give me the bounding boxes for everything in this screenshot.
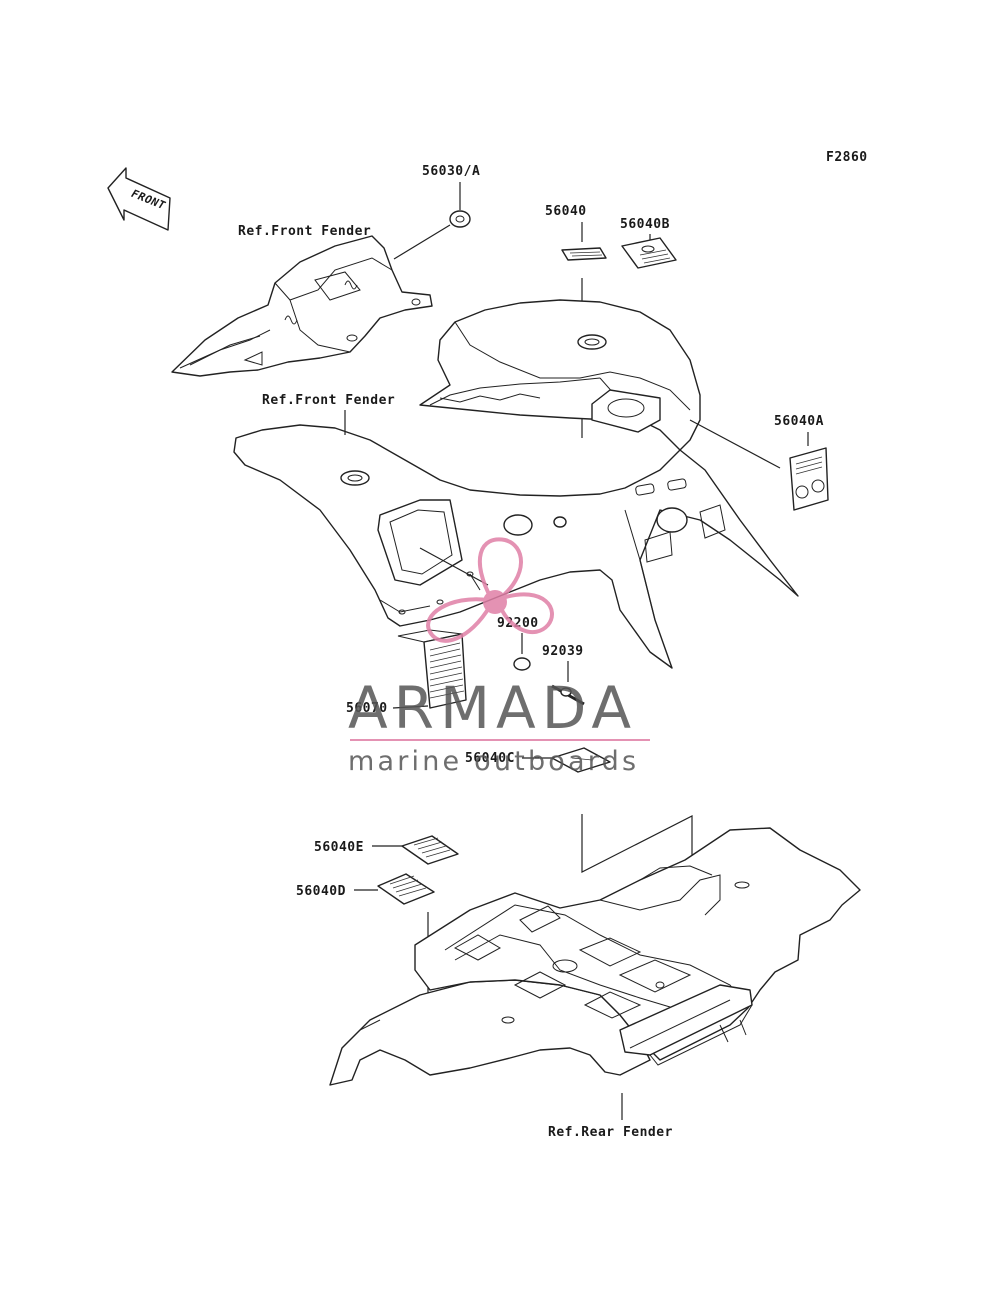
part-92039-pin: [551, 684, 585, 706]
watermark-brand: ARMADA: [348, 674, 637, 742]
label-56040E: 56040E: [314, 840, 364, 855]
rear-fender-part: [329, 827, 861, 1086]
front-fender-upper-part: [171, 235, 433, 377]
label-92039: 92039: [542, 644, 584, 659]
part-56040C-decal: [551, 747, 611, 773]
label-56040D: 56040D: [296, 884, 346, 899]
ref-rear-fender-label: Ref.Rear Fender: [548, 1125, 673, 1140]
label-56040: 56040: [545, 204, 587, 219]
part-56040A-decal: [789, 447, 829, 511]
ref-front-fender-label-2: Ref.Front Fender: [262, 393, 395, 408]
label-56040C: 56040C: [465, 751, 515, 766]
ref-front-fender-label-1: Ref.Front Fender: [238, 224, 371, 239]
front-fender-main-part: [233, 299, 799, 669]
part-56040-decal: [561, 247, 607, 261]
front-arrow-icon: FRONT: [107, 167, 171, 231]
armada-watermark-logo: ARMADA marine outboards: [348, 537, 650, 777]
watermark-tagline: marine outboards: [348, 746, 639, 777]
part-92200-grommet: [513, 657, 531, 671]
figure-code: F2860: [826, 150, 868, 165]
part-56030A-grommet: [449, 210, 471, 228]
label-56030A: 56030/A: [422, 164, 480, 179]
label-56040A: 56040A: [774, 414, 824, 429]
propeller-icon: [426, 537, 554, 643]
label-56070: 56070: [346, 701, 388, 716]
label-56040B: 56040B: [620, 217, 670, 232]
part-56040E-decal: [401, 835, 459, 865]
